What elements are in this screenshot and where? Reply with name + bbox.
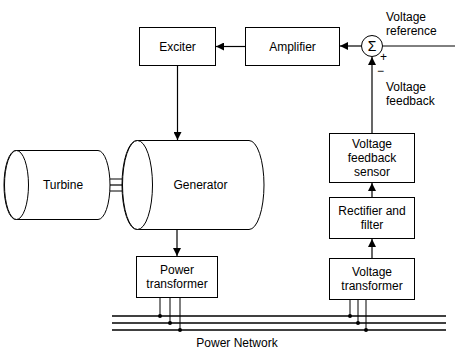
turbine-cylinder: Turbine: [4, 150, 110, 220]
signal-arrow: [177, 66, 178, 140]
signal-arrow: [176, 230, 177, 256]
amplifier-box: Amplifier: [245, 27, 340, 66]
signal-label: Voltage reference: [386, 10, 456, 38]
node-label: Rectifier and filter: [335, 204, 409, 232]
node-label: Generator: [173, 178, 227, 192]
exciter-box: Exciter: [139, 27, 216, 66]
reference-line: [383, 46, 455, 47]
signal-arrow: [110, 184, 122, 185]
tap-dots: [158, 314, 368, 332]
transformer-box: Power transformer: [136, 256, 218, 298]
generator-cylinder: Generator: [122, 140, 264, 230]
node-label: Turbine: [43, 178, 83, 192]
node-label: Σ: [368, 39, 377, 53]
sensor-box: Voltage feedback sensor: [329, 133, 415, 183]
summing-junction: Σ: [361, 35, 383, 57]
bus-bars: [112, 316, 446, 330]
node-label: Amplifier: [269, 40, 316, 54]
rectifier-box: Rectifier and filter: [329, 197, 415, 239]
sign-label: −: [377, 64, 389, 78]
signal-arrow: [371, 57, 372, 133]
transformer-box: Voltage transformer: [329, 258, 415, 300]
signal-arrow: [340, 45, 361, 46]
signal-arrow: [371, 239, 372, 258]
node-label: Exciter: [159, 40, 196, 54]
signal-label: Voltage feedback: [386, 80, 456, 108]
signal-arrow: [371, 183, 372, 197]
network-label: Power Network: [192, 336, 282, 350]
node-label: Power transformer: [142, 263, 212, 291]
signal-arrow: [216, 46, 245, 47]
node-label: Voltage transformer: [335, 265, 409, 293]
sign-label: +: [380, 50, 392, 64]
node-label: Voltage feedback sensor: [335, 137, 409, 179]
transformer-taps: [160, 298, 366, 330]
